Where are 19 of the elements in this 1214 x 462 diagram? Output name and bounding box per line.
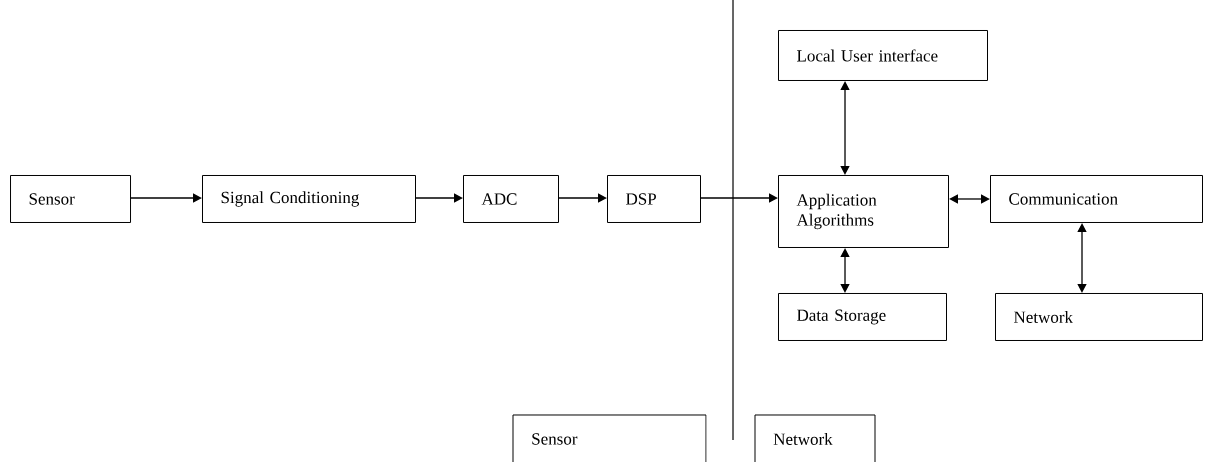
process-box: Sensor [10, 175, 131, 223]
arrow [949, 194, 990, 204]
process-box: Sensor [512, 414, 707, 462]
arrow [415, 193, 463, 203]
process-box: Local User interface [778, 30, 988, 81]
process-box: Data Storage [778, 293, 947, 341]
process-box: Network [995, 293, 1203, 341]
arrow [558, 193, 607, 203]
arrow [840, 248, 850, 293]
arrow [700, 193, 778, 203]
process-box: ADC [463, 175, 559, 223]
process-box: DSP [607, 175, 701, 223]
process-box: Network [754, 414, 876, 462]
process-box: Signal Conditioning [202, 175, 416, 223]
arrow [840, 81, 850, 175]
arrow [1077, 223, 1087, 293]
process-box: Communication [990, 175, 1203, 223]
arrow [130, 193, 202, 203]
process-box: Application Algorithms [778, 175, 949, 248]
